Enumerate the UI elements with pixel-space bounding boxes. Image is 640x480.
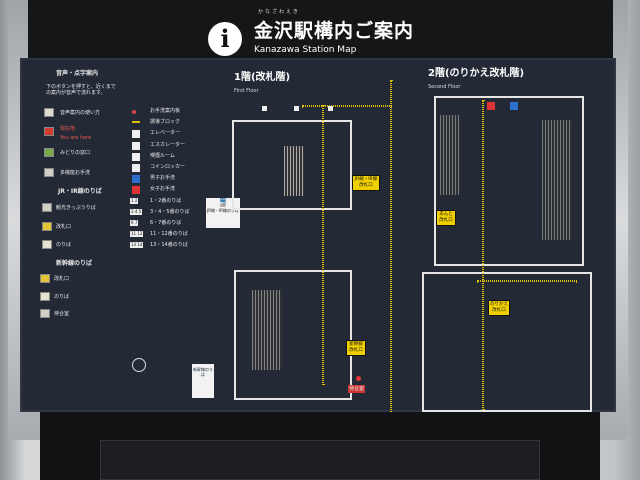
shinkansen-platform-sign: 新幹線のりば [192, 364, 214, 398]
stairs [542, 120, 572, 240]
marker [294, 106, 299, 111]
floor2-title: 2階(のりかえ改札階) [428, 68, 525, 79]
shinkansen-gate-label: 新幹線 改札口 [346, 340, 366, 356]
you-are-here-button[interactable] [44, 127, 54, 136]
jr-ir-platform-sign: 🚆JR線・IR線のりば [206, 198, 240, 228]
platform-label: 13・14番のりば [150, 242, 188, 248]
escalator-icon [132, 142, 140, 150]
button-sublabel: You are here [60, 135, 92, 141]
button-label: のりば [56, 242, 72, 248]
shinkansen-section-title: 新幹線のりば [56, 260, 93, 267]
platform-label: 11・12番のりば [150, 231, 188, 237]
transfer-gate-label: のりかえ 改札口 [488, 300, 510, 316]
symbol-label: コインロッカー [150, 164, 186, 170]
platform-label: 6・7番のりば [150, 220, 182, 226]
smoking-room-icon [132, 153, 140, 161]
jr-ir-sign-text: JR線・IR線のりば [207, 208, 239, 213]
shinkansen-gate-button[interactable] [40, 274, 50, 283]
floor1-concourse-south [234, 270, 352, 400]
floor1-title: 1階(改札階) [234, 72, 291, 83]
mens-toilet-icon [510, 102, 518, 110]
button-label: 観光きっぷうりば [56, 205, 96, 211]
anto-gate-label: あんと 改札口 [436, 210, 456, 226]
tactile-block-icon [132, 121, 140, 123]
tactile-path [482, 100, 484, 410]
symbol-label: エレベーター [150, 130, 181, 136]
button-label: 改札口 [56, 224, 72, 230]
waiting-area [252, 290, 282, 370]
platform-badge: 6 7 [130, 220, 139, 226]
waiting-room-label: 待合室 [348, 385, 366, 393]
button-label: 改札口 [54, 276, 70, 282]
floor1-subtitle: First Floor [234, 88, 259, 94]
tactile-path [477, 280, 577, 282]
marker [262, 106, 267, 111]
tactile-path [322, 105, 324, 385]
sign-header: i かなざわえき 金沢駅構内ご案内 Kanazawa Station Map [28, 0, 613, 58]
title-ruby: かなざわえき [258, 9, 300, 15]
guide-board-icon [132, 110, 136, 114]
jr-gate-button[interactable] [42, 222, 52, 231]
shinkansen-sign-text: 新幹線のりば [193, 367, 213, 377]
map-panel: 音声・点字案内 下のボタンを押すと、近くまでの案内が音声で流れます。 音声案内の… [20, 58, 616, 420]
symbol-label: 男子お手洗 [150, 175, 176, 181]
marker [328, 106, 333, 111]
symbol-label: エスカレーター [150, 142, 186, 148]
compass-icon [132, 358, 146, 372]
ticket-office-button[interactable] [44, 148, 54, 157]
button-label: 音声案内の使い方 [60, 110, 101, 116]
symbol-label: 女子お手洗 [150, 186, 176, 192]
sign-base-panel [100, 440, 540, 480]
symbol-label: 誘導ブロック [150, 119, 181, 125]
stairs [284, 146, 304, 196]
tourist-ticket-button[interactable] [42, 203, 52, 212]
button-label: 多機能お手洗 [60, 170, 91, 176]
title-japanese: 金沢駅構内ご案内 [254, 20, 415, 42]
information-icon: i [208, 22, 242, 56]
accessible-toilet-button[interactable] [44, 168, 54, 177]
mens-toilet-icon [132, 175, 140, 183]
platform-badge: 3 4 5 [130, 209, 143, 215]
jr-platform-button[interactable] [42, 240, 52, 249]
elevator-icon [132, 130, 140, 138]
title-english: Kanazawa Station Map [254, 45, 357, 55]
legend-title: 音声・点字案内 [56, 70, 99, 77]
floor2-north-area [434, 96, 584, 266]
coin-locker-icon [132, 164, 140, 172]
womens-toilet-icon [487, 102, 495, 110]
platform-label: 3・4・5番のりば [150, 209, 190, 215]
platform-badge: 11 12 [130, 231, 144, 237]
floor2-south-area [422, 272, 592, 412]
button-label: のりば [54, 294, 70, 300]
platform-label: 1・2番のりば [150, 198, 182, 204]
floor2-subtitle: Second Floor [428, 84, 461, 90]
jr-section-title: JR・IR線のりば [58, 188, 102, 195]
stairs [440, 115, 460, 195]
platform-badge: 13 14 [130, 242, 144, 248]
womens-toilet-icon [132, 186, 140, 194]
legend-instructions: 下のボタンを押すと、近くまでの案内が音声で流れます。 [46, 84, 116, 96]
symbol-label: お手洗案内板 [150, 108, 181, 114]
tactile-path [390, 80, 392, 420]
you-are-here-marker [356, 376, 361, 381]
jr-ir-gate-label: JR線・IR線 改札口 [352, 175, 380, 191]
floor1-concourse-north [232, 120, 352, 210]
audio-guide-button[interactable] [44, 108, 54, 117]
button-label: 待合室 [54, 311, 70, 317]
symbol-label: 喫煙ルーム [150, 153, 175, 159]
button-label: 現在地 [60, 126, 76, 132]
tactile-path [302, 105, 392, 107]
button-label: みどりの窓口 [60, 150, 91, 156]
platform-badge: 1 2 [130, 198, 139, 204]
waiting-room-button[interactable] [40, 309, 50, 318]
shinkansen-platform-button[interactable] [40, 292, 50, 301]
